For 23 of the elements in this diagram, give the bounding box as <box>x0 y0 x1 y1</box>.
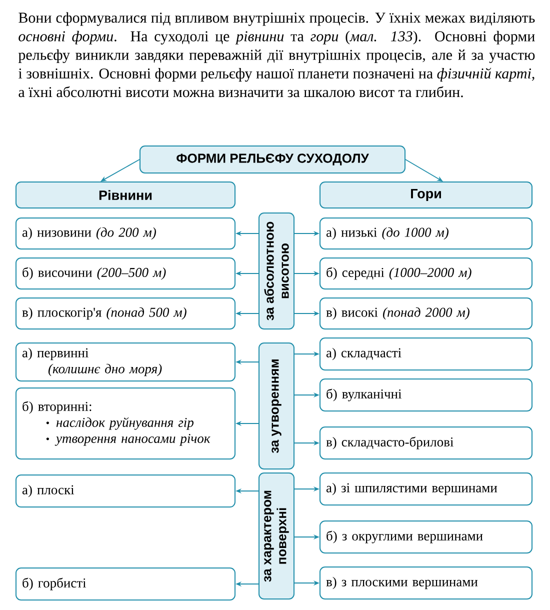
body-paragraph: Вони сформувалися під впливом внутрішніх процесів. У їхніх межах виділяють основні форми. На суходолі це рівнини та гори (мал. 133). Основні форми рельєфу виникли завдяки переважній дії внутрішніх процесів, але й за участю і зовнішніх. Основні форми рельєфу нашої планети позначені на фізичній карті, а їхні абсолютні висоти можна визначити за шкалою висот та глибин. <box>18 12 535 98</box>
category-box: за абсолютною висотою <box>258 212 294 330</box>
title-box: ФОРМИ РЕЛЬЄФУ СУХОДОЛУ <box>140 146 406 174</box>
item-box: а) складчасті <box>320 338 532 370</box>
item-box: а) плоскі <box>16 474 236 508</box>
header-box: Рівнини <box>16 182 236 208</box>
item-box: б) середні (1000–2000 м) <box>320 258 532 290</box>
item-box: в) високі (понад 2000 м) <box>320 298 532 330</box>
item-box: в) з плоскими вершинами <box>320 566 532 600</box>
category-box: за утворенням <box>258 342 294 470</box>
item-box: а) первинні (колишнє дно моря) <box>16 342 236 382</box>
item-box: а) низькі (до 1000 м) <box>320 218 532 250</box>
item-box: в) складчасто-брилові <box>320 426 532 460</box>
item-box: а) зі шпилястими вершинами <box>320 472 532 506</box>
header-box: Гори <box>320 182 532 208</box>
item-box: б) горбисті <box>16 568 236 600</box>
item-box: в) плоскогір'я (понад 500 м) <box>16 298 236 330</box>
item-box: б) вторинні: наслідок руйнування гір утворення наносами річок <box>16 388 236 460</box>
category-box: за характером поверхні <box>258 472 294 600</box>
item-box: а) низовини (до 200 м) <box>16 218 236 250</box>
item-box: б) вулканічні <box>320 378 532 412</box>
item-box: б) з округлими вершинами <box>320 520 532 554</box>
item-box: б) височини (200–500 м) <box>16 258 236 290</box>
